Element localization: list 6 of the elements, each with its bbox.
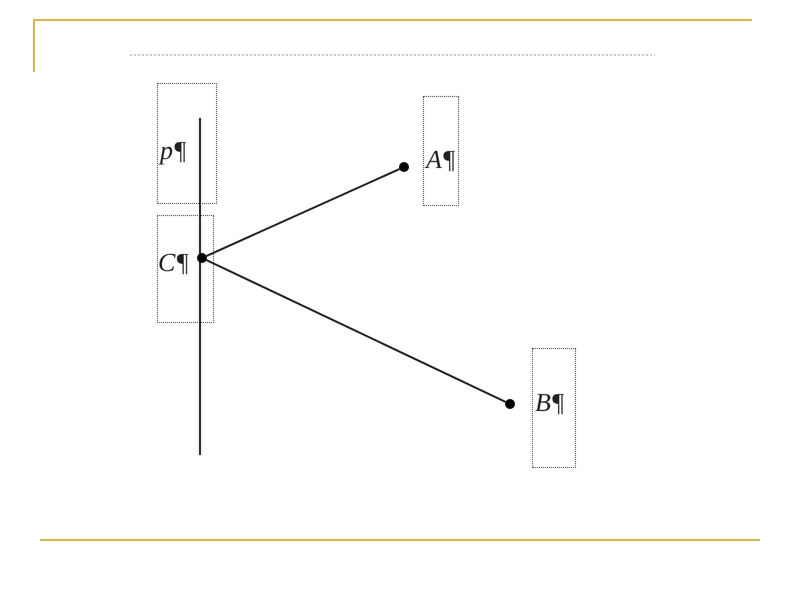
line-label: p¶ [160, 136, 187, 166]
point-label: A¶ [426, 145, 456, 175]
line-segment [206, 168, 400, 257]
point-label: C¶ [158, 248, 189, 278]
point-label: B¶ [535, 388, 564, 418]
line-segment [206, 259, 506, 403]
